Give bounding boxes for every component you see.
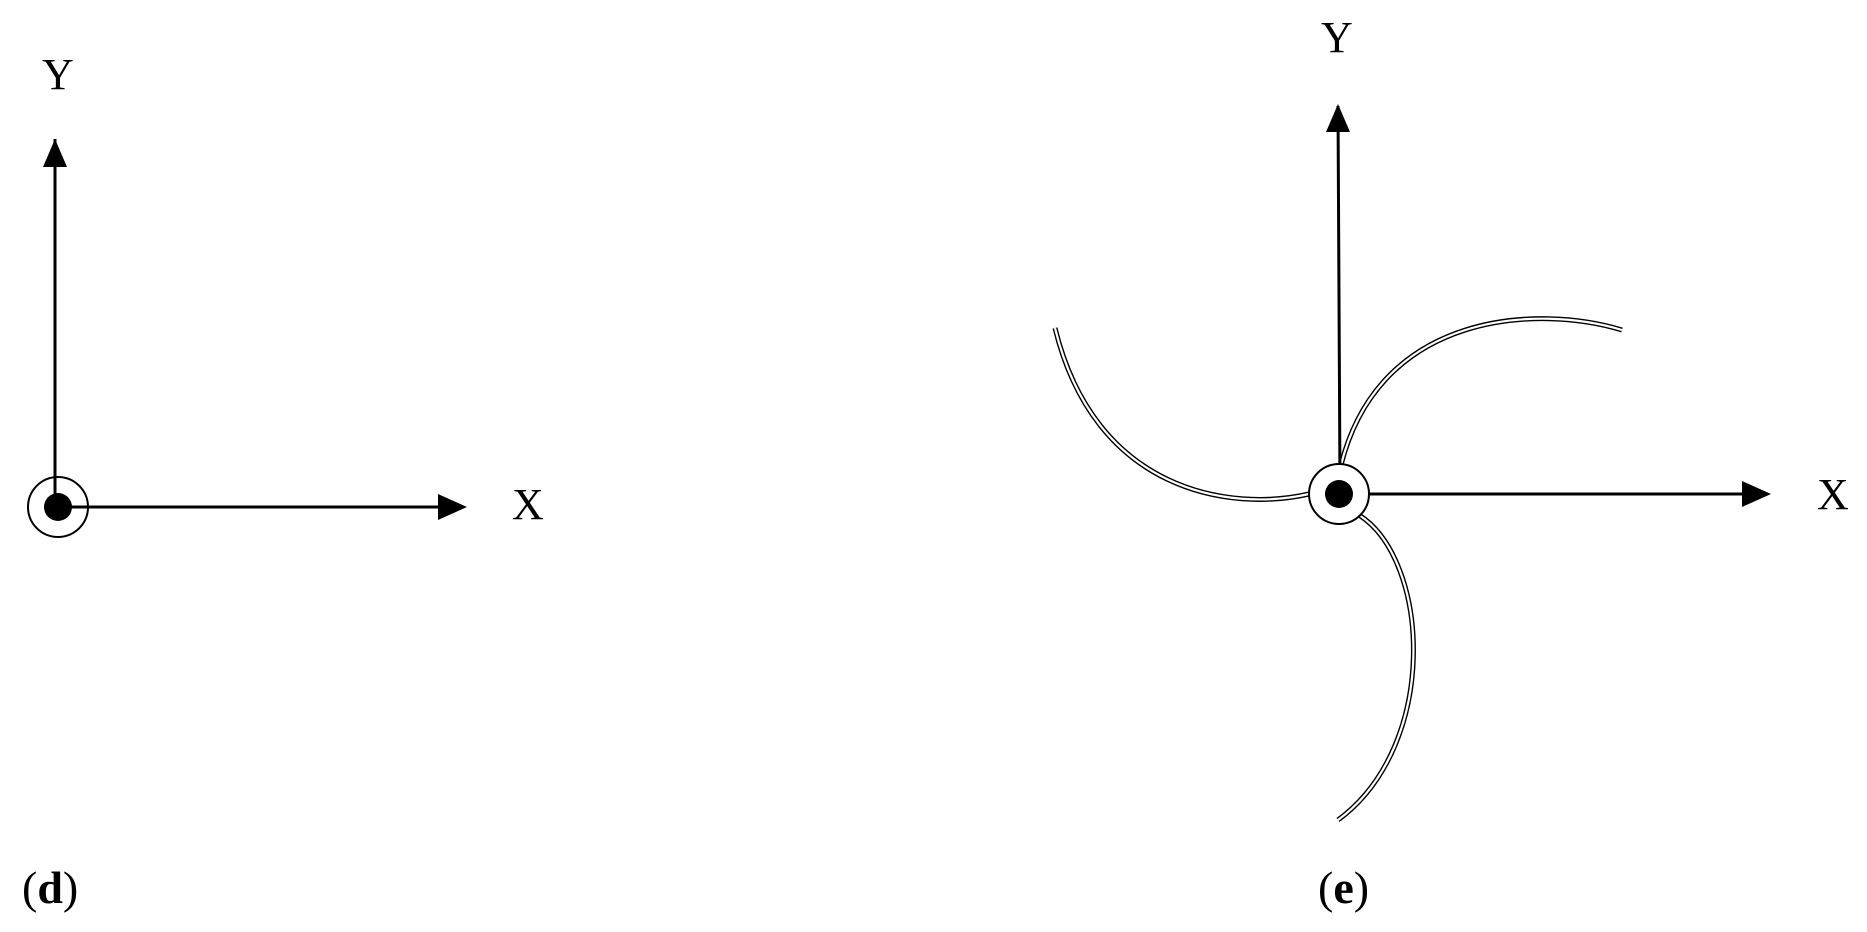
panel-e-y-axis	[1336, 105, 1342, 489]
panel-e-arm-left	[1052, 327, 1310, 502]
panel-d-y-label: Y	[42, 50, 74, 99]
panel-e: Y X (e)	[1052, 13, 1849, 913]
panel-d: Y X (d)	[22, 50, 544, 913]
panel-e-y-arrowhead	[1326, 104, 1350, 132]
panel-e-arm-upper-right	[1338, 316, 1623, 466]
panel-d-y-arrowhead	[43, 139, 67, 167]
panel-e-arms	[1052, 316, 1623, 823]
panel-e-label: (e)	[1318, 862, 1369, 913]
panel-d-label: (d)	[22, 862, 78, 913]
panel-d-origin-ring	[27, 476, 89, 538]
panel-e-y-label: Y	[1321, 13, 1353, 62]
panel-e-origin-dot	[1325, 480, 1353, 508]
panel-e-x-label: X	[1817, 470, 1849, 519]
panel-e-x-arrowhead	[1742, 481, 1771, 507]
panel-e-arm-lower	[1336, 512, 1416, 823]
panel-d-x-arrowhead	[438, 494, 467, 520]
panel-d-x-label: X	[512, 480, 544, 529]
panel-d-origin-dot	[44, 493, 72, 521]
